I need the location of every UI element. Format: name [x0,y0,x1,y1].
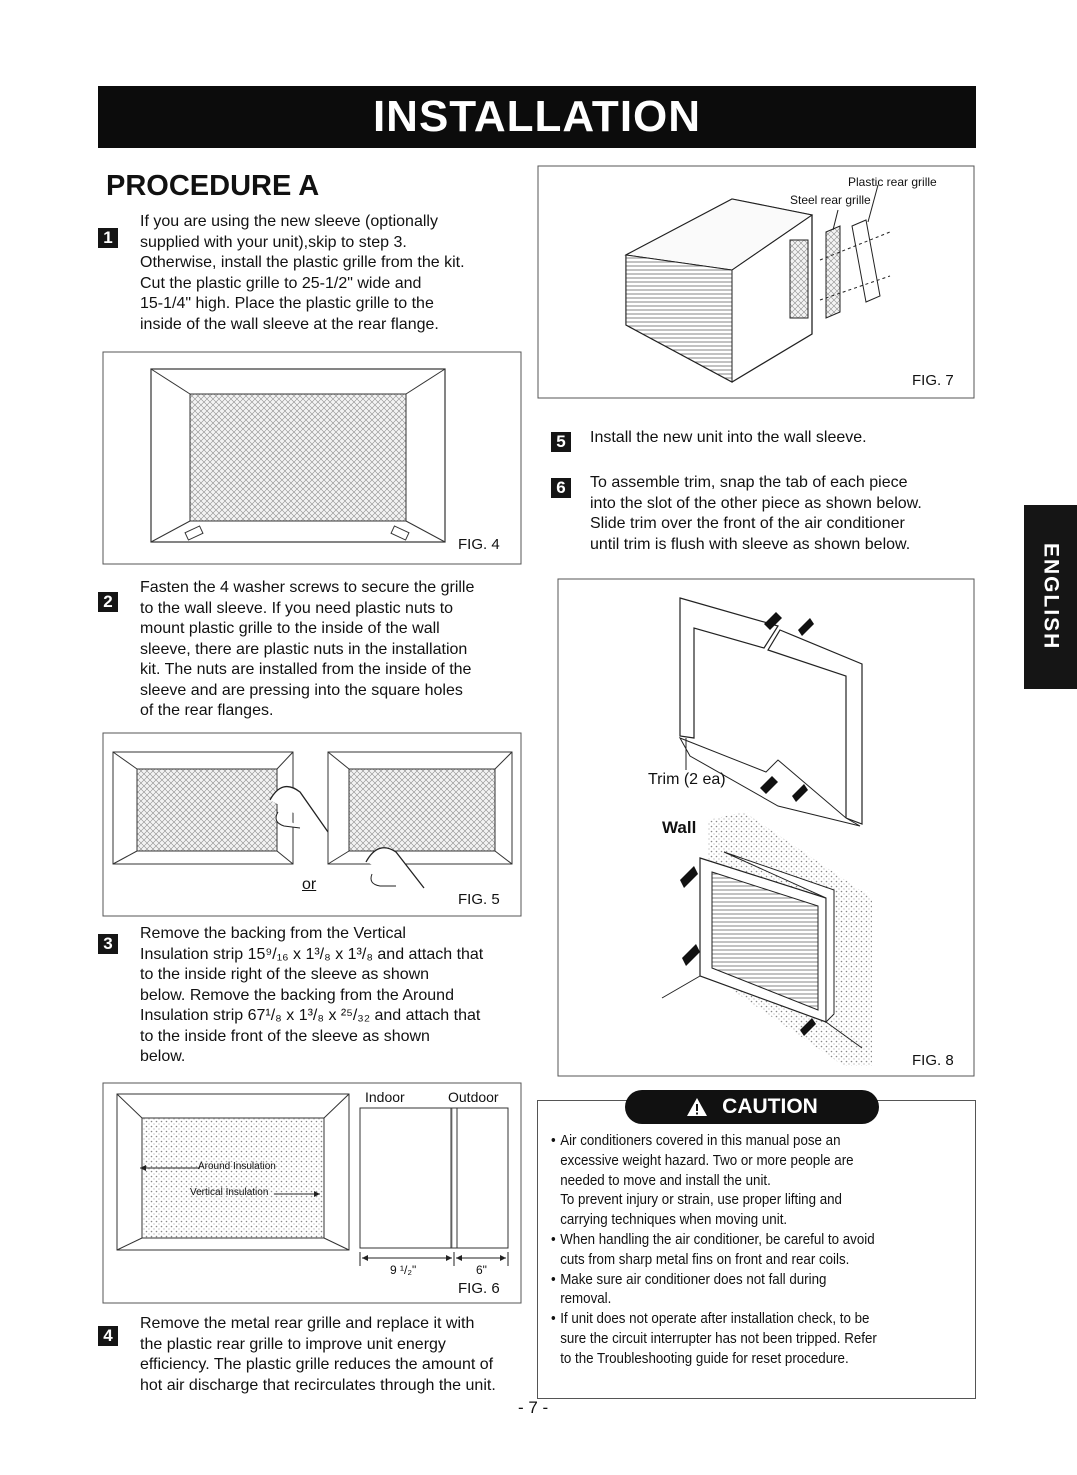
caution-item: When handling the air conditioner, be ca… [551,1231,934,1271]
step-1-line: Cut the plastic grille to 25-1/2" wide a… [140,274,422,292]
caution-item: Air conditioners covered in this manual … [551,1132,934,1231]
step-1-line: inside of the wall sleeve at the rear fl… [140,315,439,333]
page-number: - 7 - [518,1398,549,1417]
step-1-text: If you are using the new sleeve (optiona… [140,212,530,335]
step-3-line: to the inside front of the sleeve as sho… [140,1027,430,1045]
step-3-line: below. Remove the backing from the Aroun… [140,986,454,1004]
fig8-trim-pieces [678,597,863,827]
step-6-text: To assemble trim, snap the tab of each p… [590,473,970,555]
fig7-steel-grille-label: Steel rear grille [790,193,871,207]
step-4-line: hot air discharge that recirculates thro… [140,1376,496,1394]
step-2-line: to the wall sleeve. If you need plastic … [140,599,454,617]
step-3-line: below. [140,1048,186,1065]
step-1-line: If you are using the new sleeve (optiona… [140,213,438,230]
step-4-number: 4 [98,1326,118,1346]
fig6-label: FIG. 6 [458,1280,500,1297]
installation-banner: INSTALLATION [98,86,976,148]
fig6-outdoor-label: Outdoor [448,1089,499,1105]
caution-line: carrying techniques when moving unit. [560,1212,788,1229]
step-4-line: efficiency. The plastic grille reduces t… [140,1356,494,1373]
fig5-label: FIG. 5 [458,891,500,908]
fig6-around-insulation-label: Around Insulation [198,1161,276,1172]
caution-line: When handling the air conditioner, be ca… [560,1231,875,1248]
step-2-line: sleeve and are pressing into the square … [140,681,463,699]
step-1-number: 1 [98,228,118,248]
fig6-sleeve [116,1093,350,1251]
fig7-label: FIG. 7 [912,372,954,389]
step-6-line: Slide trim over the front of the air con… [590,515,905,532]
fig5-or-label: or [302,876,317,893]
step-2-number: 2 [98,592,118,612]
caution-title: CAUTION [722,1095,818,1118]
caution-line: Air conditioners covered in this manual … [560,1133,841,1149]
fig5-left-sleeve [112,751,329,865]
step-4-line: the plastic rear grille to improve unit … [140,1335,446,1353]
step-3-line: Insulation strip 15⁹/₁₆ x 1³/₈ x 1³/₈ an… [140,945,484,963]
step-3-text: Remove the backing from the Vertical Ins… [140,924,530,1068]
fig7-plastic-grille-label: Plastic rear grille [848,175,937,189]
step-4-line: Remove the metal rear grille and replace… [140,1315,475,1332]
caution-line: needed to move and install the unit. [560,1172,771,1189]
caution-badge: CAUTION [625,1090,879,1124]
step-2-line: of the rear flanges. [140,702,274,719]
fig6-dimension-outdoor: 6" [476,1263,487,1277]
language-side-tab: ENGLISH [1024,505,1077,689]
caution-line: sure the circuit interrupter has not bee… [560,1330,877,1347]
fig6-dimension-indoor: 9 ¹/₂" [390,1263,417,1277]
caution-item: Make sure air conditioner does not fall … [551,1271,934,1311]
side-tab-text: ENGLISH [1039,543,1063,651]
fig8-wall-label: Wall [662,818,697,837]
caution-line: removal. [560,1291,612,1308]
step-5-number: 5 [551,432,571,452]
caution-line: Make sure air conditioner does not fall … [560,1271,827,1288]
fig8-label: FIG. 8 [912,1052,954,1069]
caution-line: excessive weight hazard. Two or more peo… [560,1152,854,1169]
step-2-line: sleeve, there are plastic nuts in the in… [140,640,468,658]
fig6-side-section [359,1107,509,1266]
fig5-right-sleeve [327,751,513,889]
fig4-label: FIG. 4 [458,536,500,553]
fig4-grille-sleeve [150,368,446,543]
fig7-air-conditioner [624,184,891,383]
step-4-text: Remove the metal rear grille and replace… [140,1314,530,1396]
step-6-line: until trim is flush with sleeve as shown… [590,535,911,553]
fig6-vertical-insulation-label: Vertical Insulation [190,1187,269,1198]
caution-line: cuts from sharp metal fins on front and … [560,1251,850,1268]
step-5-line: Install the new unit into the wall sleev… [590,429,867,446]
step-2-line: Fasten the 4 washer screws to secure the… [140,579,475,596]
step-3-line: Remove the backing from the Vertical [140,925,406,942]
step-5-text: Install the new unit into the wall sleev… [590,428,970,449]
caution-line: to the Troubleshooting guide for reset p… [560,1350,849,1367]
step-2-text: Fasten the 4 washer screws to secure the… [140,578,530,722]
fig6-indoor-label: Indoor [365,1089,405,1105]
step-1-line: 15-1/4" high. Place the plastic grille t… [140,295,434,312]
step-6-number: 6 [551,478,571,498]
caution-line: If unit does not operate after installat… [560,1311,870,1328]
step-1-line: Otherwise, install the plastic grille fr… [140,254,465,271]
warning-triangle-icon [687,1098,708,1116]
step-2-line: kit. The nuts are installed from the ins… [140,661,472,678]
caution-line: To prevent injury or strain, use proper … [560,1192,842,1209]
step-3-line: Insulation strip 67¹/₈ x 1³/₈ x ²⁵/₃₂ an… [140,1007,481,1024]
caution-item: If unit does not operate after installat… [551,1310,934,1369]
step-3-number: 3 [98,934,118,954]
step-6-line: To assemble trim, snap the tab of each p… [590,474,908,491]
step-3-line: to the inside right of the sleeve as sho… [140,966,430,983]
fig8-trim-label: Trim (2 ea) [648,771,726,788]
caution-list: Air conditioners covered in this manual … [551,1132,934,1370]
step-1-line: supplied with your unit),skip to step 3. [140,233,407,251]
procedure-title: PROCEDURE A [106,170,320,202]
fig8-wall-and-unit [661,812,872,1066]
step-2-line: mount plastic grille to the inside of th… [140,620,440,637]
step-6-line: into the slot of the other piece as show… [590,494,922,512]
